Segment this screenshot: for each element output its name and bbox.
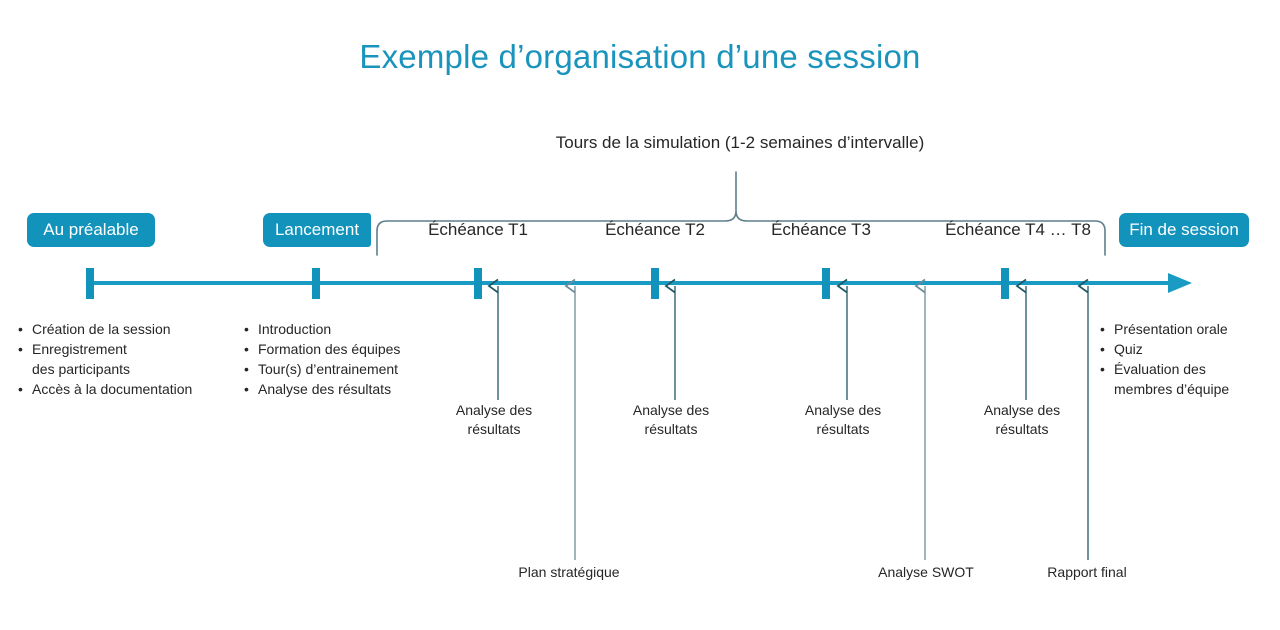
caption-line: Analyse des [983,402,1061,418]
bullet-icon: • [18,341,23,357]
list-item: • Formation des équipes [244,339,434,359]
list-item: • Tour(s) d’entrainement [244,359,434,379]
caption-line: Analyse des [804,402,882,418]
bullet-icon: • [1100,341,1105,357]
axis-tick-t3 [822,268,830,299]
axis-tick-t1 [474,268,482,299]
list-item-label-continued: membres d’équipe [1114,381,1230,397]
list-item: • Présentation orale [1100,319,1275,339]
caption-analyse-resultats-4: Analyse des résultats [952,401,1092,439]
list-item-label: Analyse des résultats [258,381,392,397]
caption-analyse-resultats-1: Analyse des résultats [424,401,564,439]
caption-plan-strategique: Plan stratégique [518,564,620,580]
list-item-label: Introduction [258,321,332,337]
list-item: • Introduction [244,319,434,339]
caption-line: résultats [644,421,698,437]
list-item: • Accès à la documentation [18,379,233,399]
list-item: • Quiz [1100,339,1275,359]
axis-tick-start [86,268,94,299]
list-item: • Création de la session [18,319,233,339]
pill-fin-de-session[interactable]: Fin de session [1119,213,1249,247]
page-title: Exemple d’organisation d’une session [359,38,921,75]
list-item-label: Accès à la documentation [32,381,193,397]
milestone-label-t1: Échéance T1 [428,220,528,239]
milestone-label-t4-t8: Échéance T4 … T8 [945,220,1091,239]
caption-line: résultats [816,421,870,437]
bracket-group-label: Tours de la simulation (1-2 semaines d’i… [555,133,925,152]
list-item: • Analyse des résultats [244,379,434,399]
bullet-list-lancement: • Introduction • Formation des équipes •… [244,319,434,399]
bullet-list-fin-de-session: • Présentation orale • Quiz • Évaluation… [1100,319,1275,399]
pill-lancement[interactable]: Lancement [263,213,371,247]
caption-line: résultats [467,421,521,437]
caption-rapport-final: Rapport final [1047,564,1127,580]
bullet-icon: • [244,361,249,377]
list-item: • Enregistrement [18,339,233,359]
timeline-axis [86,268,1192,560]
axis-tick-t4 [1001,268,1009,299]
list-item: • Évaluation des [1100,359,1275,379]
list-item-label: Présentation orale [1114,321,1228,337]
list-item-label: Création de la session [32,321,171,337]
caption-analyse-resultats-3: Analyse des résultats [773,401,913,439]
bullet-icon: • [1100,321,1105,337]
bullet-icon: • [244,341,249,357]
bullet-icon: • [18,321,23,337]
bullet-icon: • [244,321,249,337]
milestone-label-t3: Échéance T3 [771,220,871,239]
caption-analyse-resultats-2: Analyse des résultats [601,401,741,439]
bullet-icon: • [1100,361,1105,377]
axis-arrowhead-icon [1168,273,1192,293]
axis-tick-lancement [312,268,320,299]
list-item-label: Tour(s) d’entrainement [258,361,399,377]
caption-line: Analyse des [455,402,533,418]
caption-analyse-swot: Analyse SWOT [878,564,974,580]
list-item-label: Quiz [1114,341,1143,357]
curly-brace-icon [376,171,1106,256]
list-item-label: Formation des équipes [258,341,401,357]
bullet-icon: • [18,381,23,397]
list-item-label: Enregistrement [32,341,127,357]
caption-line: résultats [995,421,1049,437]
axis-tick-t2 [651,268,659,299]
bullet-list-au-prealable: • Création de la session • Enregistremen… [18,319,233,399]
list-item-label-continued: des participants [32,361,131,377]
milestone-label-t2: Échéance T2 [605,220,705,239]
pill-au-prealable[interactable]: Au préalable [27,213,155,247]
bullet-icon: • [244,381,249,397]
caption-line: Analyse des [632,402,710,418]
list-item-label: Évaluation des [1114,361,1206,377]
